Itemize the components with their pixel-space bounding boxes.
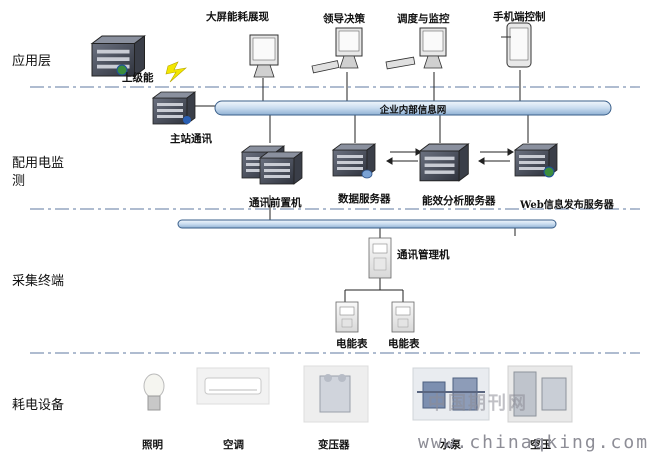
comm-front-label: 通讯前置机: [249, 197, 302, 209]
meter-label-2: 电能表: [388, 338, 420, 350]
bulb-icon: [143, 373, 165, 411]
equipment-label-pump: 水泵: [440, 439, 461, 451]
pump-icon: [412, 367, 490, 421]
intranet-label: 企业内部信息网: [379, 105, 447, 116]
layer-distribution-label: 配用电监测: [12, 156, 65, 189]
meter-label-1: 电能表: [336, 338, 368, 350]
upper-level-server-icon: [91, 35, 146, 77]
main-station-label: 主站通讯: [170, 133, 212, 145]
dispatch-label: 调度与监控: [397, 13, 450, 25]
big-screen-label: 大屏能耗展现: [206, 11, 269, 23]
data-server-icon: [332, 143, 376, 179]
watermark-site: www.chinaqking.com: [418, 432, 650, 453]
web-server-icon: [514, 143, 558, 178]
intranet-bus: [214, 100, 612, 116]
analysis-server-icon: [419, 143, 469, 182]
collector-label: 通讯管理机: [397, 249, 450, 261]
web-server-label: Web信息发布服务器: [520, 200, 614, 211]
data-arrows: [386, 148, 514, 165]
layer-dividers: [30, 86, 640, 354]
data-server-label: 数据服务器: [338, 193, 391, 205]
compressor-icon: [507, 365, 573, 423]
meter-icon: [335, 301, 359, 333]
field-bus: [177, 219, 557, 229]
keyboard-icon: [385, 56, 416, 70]
monitor-icon: [335, 27, 363, 69]
mobile-label: 手机端控制: [493, 11, 546, 23]
layer-equipment-label: 耗电设备: [12, 398, 65, 413]
lightning-icon: [165, 61, 187, 83]
equipment-label-transformer: 变压器: [318, 439, 350, 451]
monitor-icon: [419, 27, 447, 69]
analysis-server-label: 能效分析服务器: [422, 195, 496, 207]
upper-level-label: 上级能: [122, 72, 154, 84]
equipment-label-lighting: 照明: [142, 439, 163, 451]
air-conditioner-icon: [196, 367, 270, 405]
main-station-server-icon: [152, 91, 196, 125]
layer-collection-label: 采集终端: [12, 274, 65, 289]
layer-application-label: 应用层: [12, 54, 52, 69]
equipment-label-compressor: 空压: [530, 439, 551, 451]
meter-icon: [391, 301, 415, 333]
monitor-icon: [249, 34, 279, 78]
collector-device-icon: [368, 237, 392, 279]
tablet-icon: [501, 22, 532, 68]
transformer-icon: [303, 365, 369, 423]
equipment-label-ac: 空调: [223, 439, 244, 451]
leadership-label: 领导决策: [323, 13, 365, 25]
keyboard-icon: [311, 60, 340, 74]
comm-front-server-icon: [241, 145, 303, 185]
connection-lines: [186, 70, 529, 302]
watermark-journal: 中国期刊网: [428, 393, 528, 414]
